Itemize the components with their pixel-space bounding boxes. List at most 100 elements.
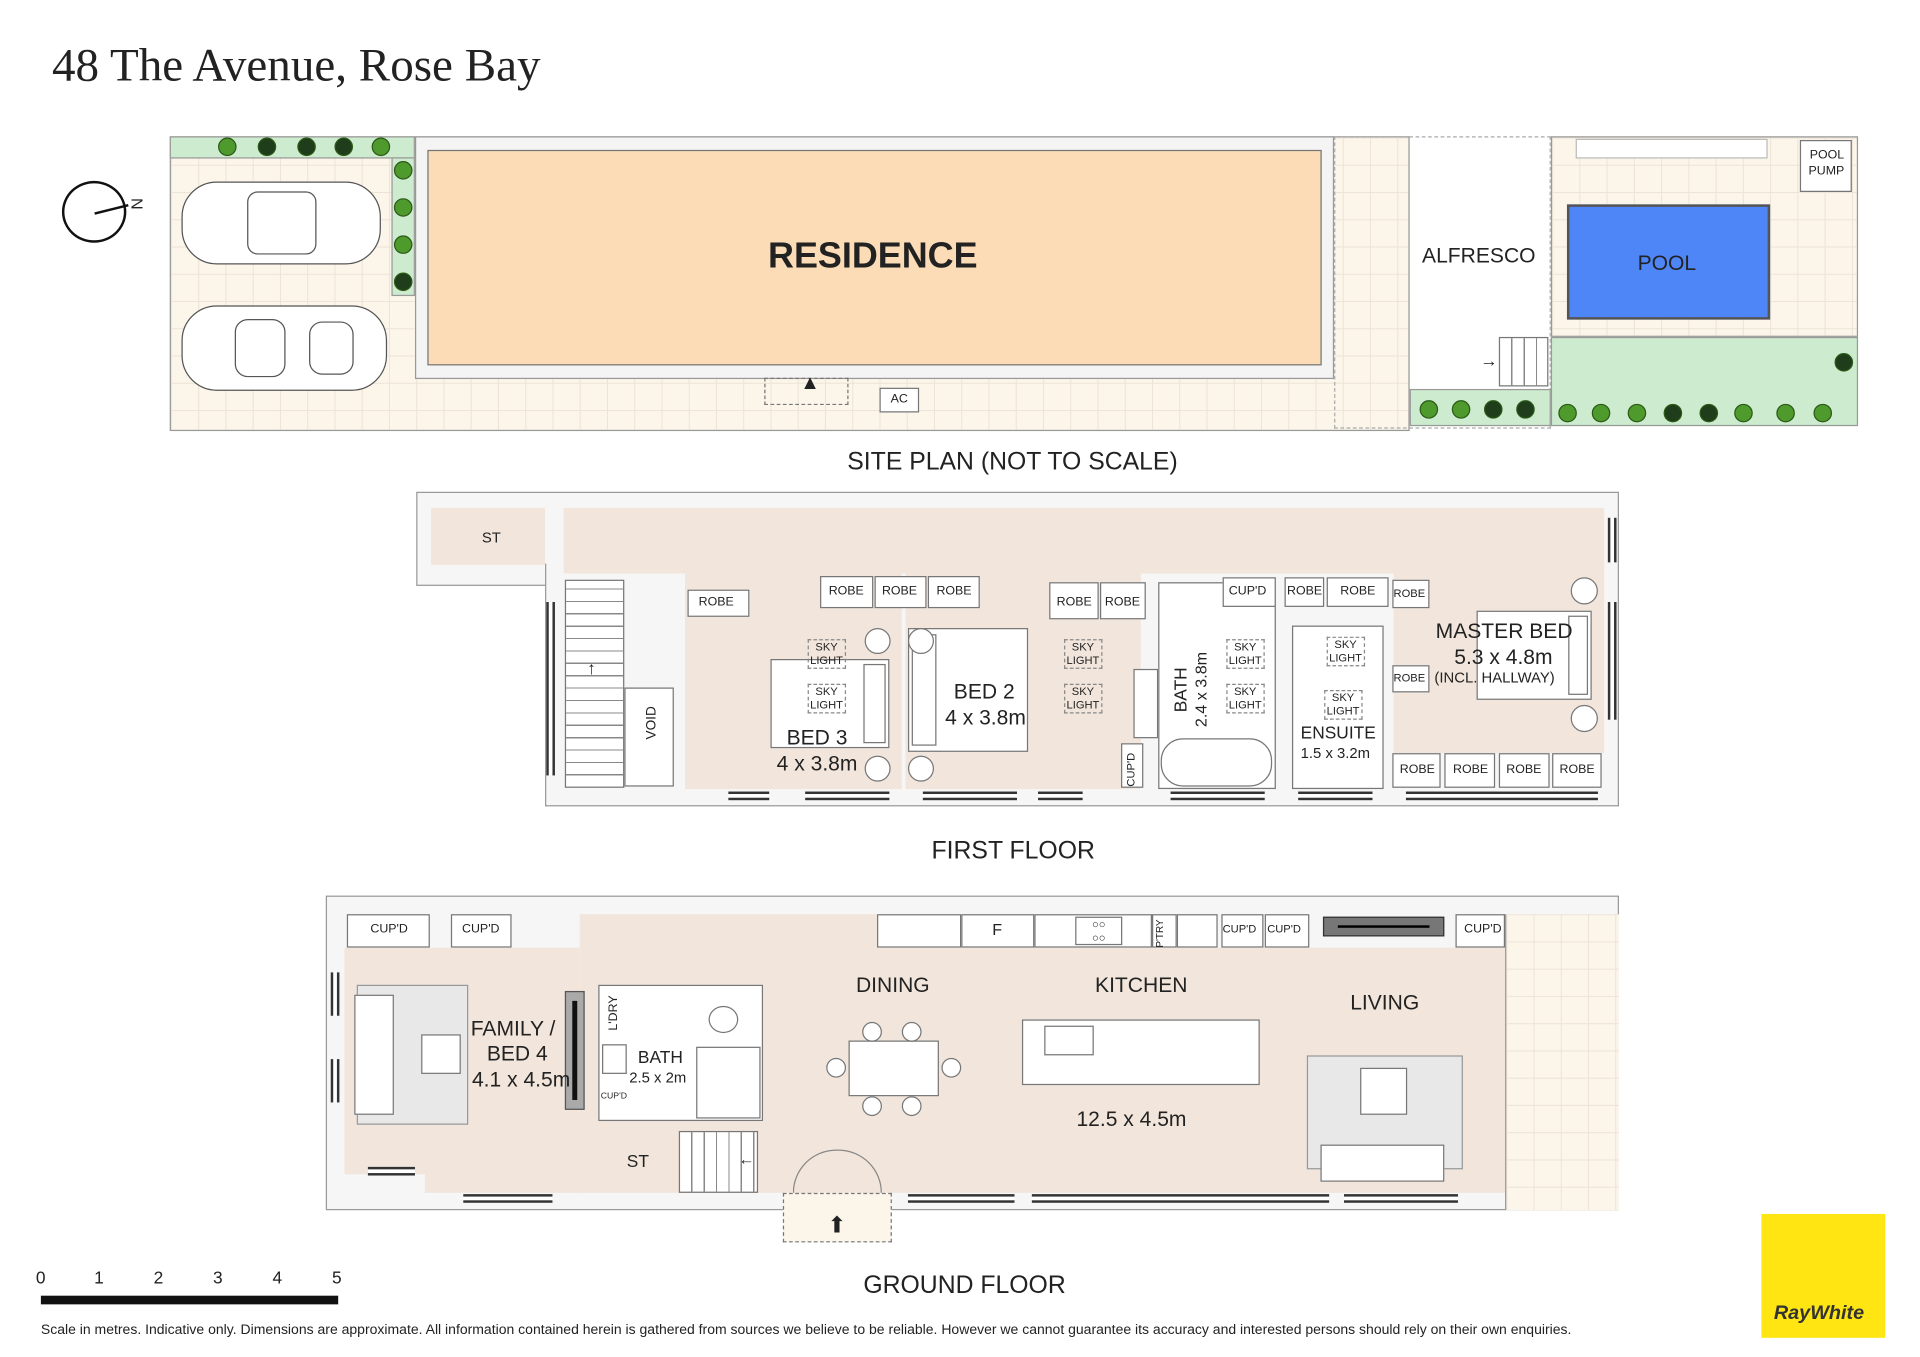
chair	[941, 1057, 962, 1078]
robe	[1498, 753, 1550, 788]
basin	[602, 1044, 627, 1074]
tree-icon	[1516, 400, 1535, 419]
robe	[1392, 665, 1430, 693]
window	[805, 791, 890, 801]
robe	[1392, 753, 1441, 788]
stairs-arrow-icon: ↑	[587, 657, 596, 678]
nightstand	[1570, 704, 1598, 733]
north-label: N	[127, 197, 147, 210]
cooktop-icon: ○○○○	[1075, 916, 1123, 946]
page-title: 48 The Avenue, Rose Bay	[52, 39, 541, 92]
bathtub	[1160, 738, 1273, 787]
nightstand	[1570, 577, 1598, 605]
robe	[1284, 577, 1325, 607]
robe-label: ROBE	[1340, 584, 1376, 599]
first-floor-label: FIRST FLOOR	[931, 837, 1095, 865]
stairs-arrow-icon: ←	[738, 1149, 755, 1169]
fireplace-bar	[1337, 925, 1430, 928]
site-plan-label: SITE PLAN (NOT TO SCALE)	[847, 448, 1178, 476]
cupd	[1121, 743, 1144, 788]
rear-deck	[1505, 914, 1619, 1211]
cupd-label: CUP'D	[1124, 752, 1138, 787]
chair	[901, 1021, 922, 1042]
chair	[826, 1057, 847, 1078]
chair	[862, 1096, 882, 1117]
robe-label: ROBE	[1559, 763, 1595, 777]
robe-label: ROBE	[881, 584, 918, 599]
open-plan-size: 12.5 x 4.5m	[1076, 1107, 1187, 1131]
cupd-label: CUP'D	[370, 922, 408, 937]
bed3-name: BED 3	[786, 725, 848, 750]
tree-icon	[1699, 403, 1719, 423]
window	[1405, 791, 1598, 801]
tree-icon	[1419, 400, 1439, 419]
entry-arrow-icon: ▲	[800, 372, 820, 394]
tree-icon	[393, 198, 413, 217]
window	[907, 1194, 1015, 1203]
arrow-icon: →	[1480, 350, 1498, 371]
tree-icon	[1451, 400, 1471, 419]
sink	[1044, 1025, 1094, 1056]
tv	[572, 1000, 578, 1100]
pantry-label: P'TRY	[1154, 919, 1166, 948]
pool	[1566, 204, 1771, 320]
tree-icon	[1558, 403, 1577, 423]
chair	[901, 1096, 922, 1117]
window	[330, 972, 340, 1016]
robe-label: ROBE	[1399, 763, 1435, 777]
alfresco-area	[1334, 136, 1551, 429]
tree-icon	[297, 137, 316, 157]
kitchen-bench	[877, 914, 962, 948]
robe	[687, 589, 750, 617]
pillow	[1568, 615, 1589, 695]
shower	[696, 1046, 761, 1119]
site-plan: N RESIDENCE ▲ AC ALFRESCO → POOL POOL PU…	[0, 0, 1920, 474]
cupd-label: CUP'D	[1464, 922, 1502, 937]
cupd	[1221, 914, 1264, 948]
window	[728, 791, 770, 801]
bed3-size: 4 x 3.8m	[776, 751, 858, 776]
entry-step	[764, 377, 849, 406]
window	[546, 602, 555, 776]
robe	[1326, 577, 1389, 607]
raywhite-logo-text: RayWhite	[1773, 1303, 1865, 1325]
scale-tick: 3	[213, 1267, 223, 1288]
raywhite-logo	[1761, 1213, 1886, 1338]
window	[463, 1194, 553, 1203]
tree-icon	[1834, 353, 1854, 372]
tree-icon	[1663, 403, 1683, 423]
residence	[427, 149, 1322, 366]
master-size: 5.3 x 4.8m	[1454, 645, 1553, 669]
bath-size: 2.4 x 3.8m	[1191, 651, 1211, 728]
ac-unit	[879, 387, 920, 413]
vanity	[1133, 668, 1159, 739]
stairs-icon	[678, 1130, 759, 1193]
pool-pump-label: PUMP	[1808, 164, 1845, 179]
front-porch	[782, 1192, 892, 1243]
cupd-label: CUP'D	[600, 1092, 628, 1102]
cupd-label: CUP'D	[1228, 584, 1267, 599]
window	[1170, 791, 1265, 801]
robe-label: ROBE	[1453, 763, 1489, 777]
robe-label: ROBE	[1287, 584, 1323, 599]
robe-label: ROBE	[936, 584, 972, 599]
nightstand	[864, 628, 891, 655]
tree-icon	[1483, 400, 1503, 419]
tree-icon	[1813, 403, 1833, 423]
cupd	[450, 914, 512, 948]
window	[1607, 602, 1617, 720]
family-name: FAMILY /	[470, 1016, 556, 1041]
bed2-name: BED 2	[953, 680, 1015, 704]
stairs-icon	[1498, 336, 1549, 387]
alfresco-label: ALFRESCO	[1422, 244, 1536, 268]
coffee-table	[421, 1034, 461, 1074]
window	[330, 1059, 340, 1103]
residence-label: RESIDENCE	[768, 236, 978, 277]
scale-tick: 0	[35, 1267, 46, 1288]
dining-label: DINING	[855, 973, 930, 998]
pool-pump-label: POOL	[1809, 148, 1845, 163]
